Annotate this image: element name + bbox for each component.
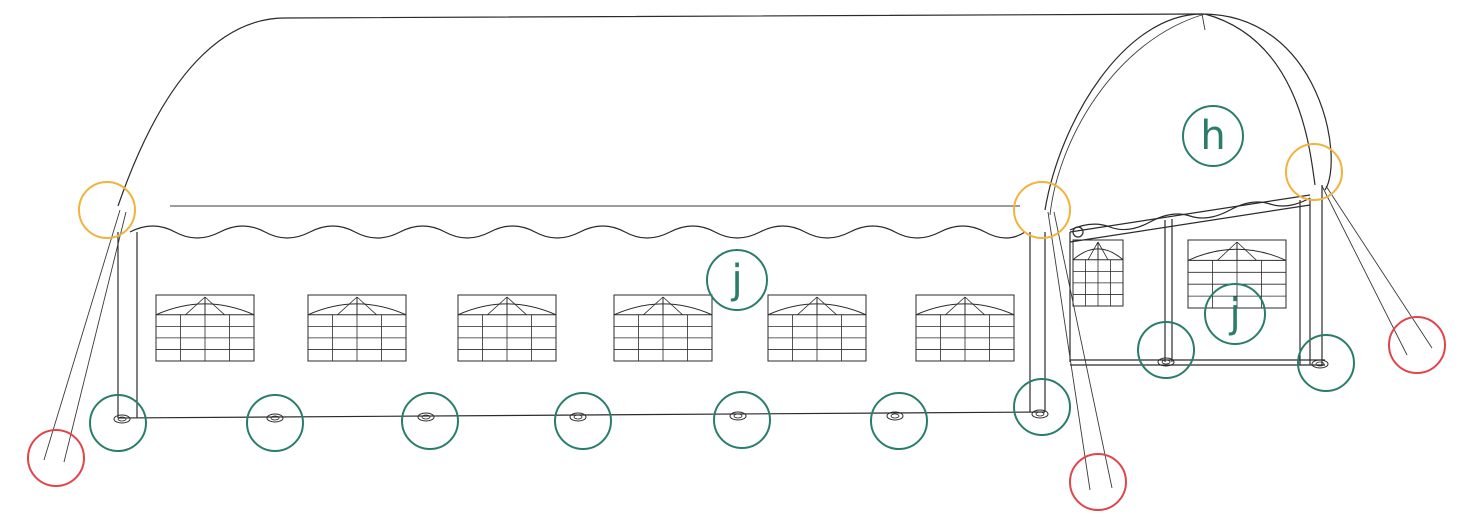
base-plates [113,357,1329,424]
base-plate-7 [1031,409,1049,419]
label-j-main-text: j [730,257,742,303]
corner-joint-marker-3 [1285,143,1343,201]
label-j-main: j [706,249,768,311]
base-plate-9 [1311,359,1329,369]
base-plate-marker-2 [246,394,304,452]
end-wall [1069,185,1325,366]
base-plate-marker-1 [89,394,147,452]
stake-marker-2 [1069,453,1127,511]
base-plate-2 [266,413,284,423]
window-end-1 [1187,239,1287,309]
corner-joint-marker-1 [78,181,136,239]
wall-windows [155,239,1287,362]
base-plate-3 [417,412,435,422]
window-3 [457,294,557,362]
base-plate-marker-8 [1137,321,1195,379]
base-plate-marker-4 [554,392,612,450]
base-plate-marker-7 [1013,378,1071,436]
base-plate-8 [1157,357,1175,367]
window-end-2 [1072,239,1124,307]
base-plate-6 [886,411,904,421]
base-plate-1 [113,414,131,424]
label-h-text: h [1200,113,1225,159]
window-6 [915,294,1015,362]
base-plate-marker-9 [1297,334,1355,392]
base-plate-marker-6 [870,392,928,450]
corner-joint-marker-2 [1013,181,1071,239]
stake-marker-3 [1388,316,1446,374]
roof-outline [117,13,1332,216]
callout-markers [27,143,1446,511]
stake-marker-1 [27,429,85,487]
base-plate-marker-3 [401,392,459,450]
window-5 [767,294,867,362]
window-2 [307,294,407,362]
valance-edge [129,225,1026,239]
label-j-end: j [1204,283,1266,345]
base-plate-4 [569,412,587,422]
window-1 [155,294,255,362]
label-j-end-text: j [1228,291,1240,337]
label-h: h [1182,105,1244,167]
base-plate-5 [729,411,747,421]
guy-ropes [43,185,1433,491]
side-wall-main [117,232,1046,419]
base-plate-marker-5 [713,391,771,449]
window-4 [613,294,713,362]
